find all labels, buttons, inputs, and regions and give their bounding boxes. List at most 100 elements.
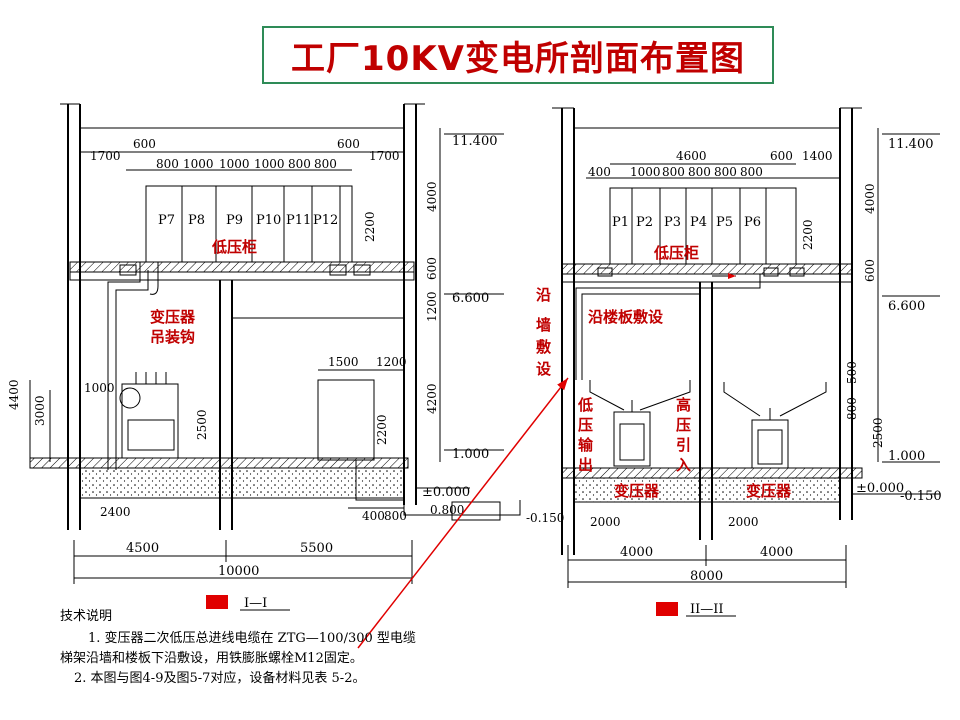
cable-route-right — [575, 274, 761, 380]
label-lv-cabinet-left: 低压柜 — [211, 238, 257, 256]
label-transformer-2: 变压器 — [746, 482, 792, 500]
svg-text:出: 出 — [578, 456, 593, 474]
level-r-11400: 11.400 — [888, 137, 934, 152]
dim-l-0800: 0.800 — [430, 503, 464, 517]
caption-marker-left — [206, 595, 228, 609]
level-r-0000: ±0.000 — [856, 481, 904, 496]
dim-l-4000: 4000 — [425, 181, 439, 212]
svg-text:墙: 墙 — [536, 316, 551, 334]
dim-l-2400: 2400 — [100, 505, 131, 519]
dim-l-1000b: 1000 — [219, 157, 250, 171]
dim-l-800c: 800 — [314, 157, 337, 171]
level-r-1000: 1.000 — [888, 449, 925, 464]
label-hook-2: 吊装钩 — [150, 328, 195, 346]
dim-r-8000: 8000 — [690, 569, 723, 584]
dim-r-2000b: 2000 — [728, 515, 759, 529]
dim-l-600a: 600 — [133, 137, 156, 151]
panel-p10: P10 — [256, 213, 281, 228]
svg-text:高: 高 — [676, 396, 691, 414]
dim-l-1200v: 1200 — [425, 291, 439, 322]
note-pointer-arrow — [357, 377, 569, 649]
dim-r-800c: 800 — [714, 165, 737, 179]
dim-l-5500: 5500 — [300, 541, 333, 556]
dim-r-1000: 1000 — [630, 165, 661, 179]
level-l-11400: 11.400 — [452, 134, 498, 149]
label-under-floor: 沿楼板敷设 — [588, 308, 663, 326]
panel-p12: P12 — [313, 213, 338, 228]
caption-left: I—I — [244, 596, 267, 611]
upper-slab-right — [561, 263, 853, 275]
svg-text:压: 压 — [676, 416, 691, 434]
dim-l-3000: 3000 — [33, 395, 47, 426]
dim-r-1400: 1400 — [802, 149, 833, 163]
panel-p6: P6 — [744, 215, 761, 230]
dim-l-400: 400 — [362, 509, 385, 523]
label-lv-out: 低 压 输 出 — [577, 396, 594, 474]
panel-p8: P8 — [188, 213, 205, 228]
dim-r-400: 400 — [588, 165, 611, 179]
label-transformer-1: 变压器 — [614, 482, 660, 500]
svg-text:敷: 敷 — [536, 338, 552, 356]
dim-r-800d: 800 — [740, 165, 763, 179]
hv-cabinet — [317, 379, 375, 461]
caption-right: II—II — [690, 602, 724, 617]
transformer-right-1 — [589, 380, 691, 467]
panel-p5: P5 — [716, 215, 733, 230]
dim-r-600: 600 — [770, 149, 793, 163]
dim-r-4000: 4000 — [863, 183, 877, 214]
svg-text:低: 低 — [577, 396, 593, 414]
level-l-0000: ±0.000 — [422, 485, 470, 500]
dim-l-800: 800 — [384, 509, 407, 523]
dim-r-4600: 4600 — [676, 149, 707, 163]
label-hook-1: 变压器 — [150, 308, 196, 326]
dim-l-neg0150: -0.150 — [526, 511, 564, 525]
svg-text:入: 入 — [676, 456, 691, 474]
panel-p9: P9 — [226, 213, 243, 228]
dim-r-500: 500 — [845, 361, 859, 384]
dim-l-1000a: 1000 — [183, 157, 214, 171]
notes-line3: 2. 本图与图4-9及图5-7对应，设备材料见表 5-2。 — [74, 670, 365, 686]
dim-l-10000: 10000 — [218, 564, 259, 579]
svg-text:引: 引 — [676, 436, 691, 454]
svg-text:设: 设 — [536, 360, 551, 378]
transformer-right-2 — [723, 382, 827, 469]
dim-l-4400: 4400 — [7, 379, 21, 410]
caption-marker-right — [656, 602, 678, 616]
panel-p3: P3 — [664, 215, 681, 230]
dim-r-2000a: 2000 — [590, 515, 621, 529]
left-section: P7 P8 P9 P10 P11 P12 1700 600 800 1000 1… — [7, 103, 564, 611]
level-r-6600: 6.600 — [888, 299, 925, 314]
dim-r-600v: 600 — [863, 259, 877, 282]
dim-l-2200a: 2200 — [363, 211, 377, 242]
svg-text:沿: 沿 — [536, 286, 551, 304]
dim-r-4000a: 4000 — [620, 545, 653, 560]
dim-l-2200b: 2200 — [375, 414, 389, 445]
level-l-1000: 1.000 — [452, 447, 489, 462]
dim-l-800a: 800 — [156, 157, 179, 171]
dim-l-1000: 1000 — [84, 381, 115, 395]
dim-r-800a: 800 — [662, 165, 685, 179]
svg-text:输: 输 — [578, 436, 594, 454]
dim-l-1000c: 1000 — [254, 157, 285, 171]
dim-l-1500: 1500 — [328, 355, 359, 369]
level-l-6600: 6.600 — [452, 291, 489, 306]
title-box: 工厂10KV变电所剖面布置图 — [262, 26, 774, 84]
upper-slab — [69, 261, 415, 273]
level-r-neg0150: -0.150 — [900, 489, 942, 504]
dim-l-600b: 600 — [337, 137, 360, 151]
dim-r-4000b: 4000 — [760, 545, 793, 560]
transformer-left — [119, 372, 179, 459]
dim-r-2500: 2500 — [871, 417, 885, 448]
label-hv-in: 高 压 引 入 — [676, 396, 691, 474]
panel-p7: P7 — [158, 213, 175, 228]
panel-p2: P2 — [636, 215, 653, 230]
label-lv-cabinet-right: 低压柜 — [653, 244, 699, 262]
label-along-wall: 沿 墙 敷 设 — [536, 286, 552, 378]
panel-p1: P1 — [612, 215, 629, 230]
dim-l-1700b: 1700 — [369, 149, 400, 163]
dim-r-800: 800 — [845, 397, 859, 420]
dim-l-800b: 800 — [288, 157, 311, 171]
hook-icon — [149, 262, 159, 295]
